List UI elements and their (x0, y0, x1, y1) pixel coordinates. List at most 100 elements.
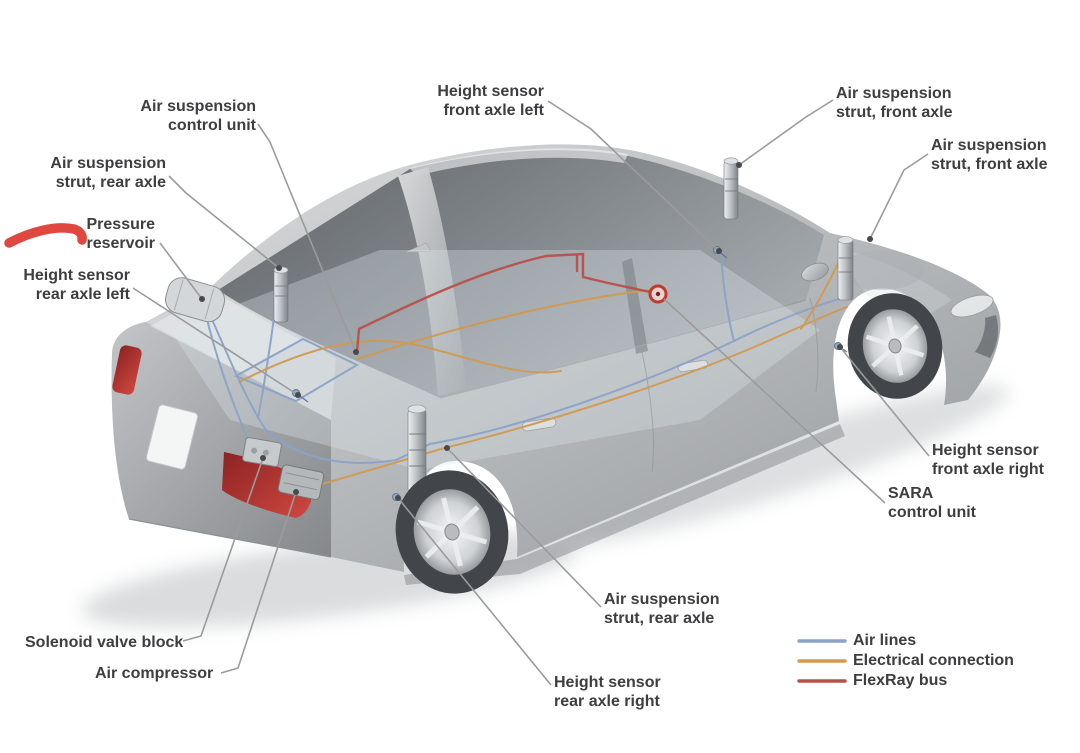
legend-item-electrical-connection: Electrical connection (797, 651, 1014, 671)
label-air-suspension-strut-rear-axle-right: Air suspension strut, rear axle (604, 590, 720, 628)
label-solenoid-valve-block: Solenoid valve block (25, 633, 183, 652)
leader-endpoint-dot (716, 248, 722, 254)
label-line: reservoir (86, 235, 156, 252)
label-line: control unit (168, 117, 256, 134)
electrical-line (296, 306, 848, 492)
leader-line (168, 175, 280, 269)
leader-line (397, 497, 552, 686)
leader-line (446, 447, 602, 608)
label-height-sensor-front-axle-right: Height sensor front axle right (932, 441, 1044, 479)
leader-line (220, 491, 297, 674)
leader-line (132, 287, 299, 396)
leader-endpoint-dot (260, 455, 266, 461)
flexray-lines-group (355, 252, 652, 354)
label-line: Air suspension (604, 591, 720, 608)
leader-line (738, 99, 834, 166)
leader-endpoint-dot (395, 495, 401, 501)
legend-swatch-electrical (797, 659, 847, 663)
front-grille (975, 315, 998, 358)
leader-endpoint-dot (444, 445, 450, 451)
electrical-lines-group (240, 243, 848, 492)
leader-line (839, 346, 930, 457)
red-marker-annotation (4, 223, 87, 248)
label-height-sensor-rear-axle-left: Height sensor rear axle left (23, 266, 130, 304)
leader-lines (132, 99, 930, 686)
b-pillar (622, 258, 648, 354)
beltline-crease (439, 299, 807, 399)
pressure-reservoir-component (165, 277, 226, 323)
label-sara-control-unit: SARA control unit (888, 484, 976, 522)
roof-sheen (410, 148, 628, 176)
leader-line (869, 153, 929, 240)
headlight (950, 294, 994, 318)
leader-endpoint-dot (293, 489, 299, 495)
leader-line (257, 123, 357, 353)
air-compressor-component (277, 464, 325, 501)
taillight-right (222, 452, 313, 518)
air-line (720, 252, 735, 342)
legend-swatch-flexray (797, 679, 847, 683)
air-line (202, 298, 840, 464)
leader-endpoint-dot (736, 162, 742, 168)
label-line: Air suspension (931, 137, 1047, 154)
leader-line (182, 457, 264, 642)
license-plate (145, 404, 199, 470)
c-pillar (398, 167, 466, 396)
side-mirror (801, 262, 829, 282)
engine-hint (840, 250, 924, 290)
shark-fin-antenna (405, 242, 432, 253)
label-line: Height sensor (554, 674, 661, 691)
label-line: Pressure (86, 216, 156, 233)
legend-swatch-air-lines (797, 639, 847, 643)
label-line: rear axle left (35, 286, 130, 303)
label-air-suspension-strut-front-axle-lower: Air suspension strut, front axle (931, 136, 1047, 174)
label-line: control unit (888, 504, 976, 521)
legend-item-flexray-bus: FlexRay bus (797, 671, 1014, 691)
label-line: Air suspension (836, 85, 952, 102)
label-line: rear axle right (554, 693, 660, 710)
label-line: Height sensor (437, 83, 544, 100)
rear-wheel (395, 470, 509, 594)
label-line: Height sensor (23, 267, 130, 284)
leader-endpoint-dot (295, 392, 301, 398)
leader-line (547, 100, 720, 252)
air-line (233, 337, 360, 403)
solenoid-valve-block-component (242, 437, 282, 467)
door-seam-rear (641, 351, 655, 473)
label-air-suspension-strut-rear-axle-left: Air suspension strut, rear axle (50, 154, 166, 192)
label-height-sensor-rear-axle-right: Height sensor rear axle right (554, 673, 661, 711)
air-strut-rear-left (273, 266, 289, 323)
leader-line (663, 298, 886, 504)
bumper-edge (128, 518, 332, 558)
label-line: front axle right (932, 461, 1045, 478)
legend-label: Air lines (853, 632, 917, 649)
label-height-sensor-front-axle-left: Height sensor front axle left (437, 82, 544, 120)
label-air-suspension-strut-front-axle-upper: Air suspension strut, front axle (836, 84, 952, 122)
leader-line (159, 242, 203, 300)
label-line: strut, front axle (836, 104, 953, 121)
leader-endpoint-dot (276, 265, 282, 271)
label-line: strut, front axle (931, 156, 1048, 173)
legend-label: FlexRay bus (853, 672, 948, 689)
label-line: Air suspension (140, 98, 256, 115)
label-line: Air suspension (50, 155, 166, 172)
air-strut-front-left (723, 157, 739, 220)
sara-node (648, 284, 668, 304)
legend-label: Electrical connection (853, 652, 1014, 669)
label-line: Height sensor (932, 442, 1039, 459)
label-air-compressor: Air compressor (95, 664, 213, 683)
flexray-line (355, 252, 652, 354)
label-line: SARA (888, 485, 934, 502)
front-wheel (847, 293, 943, 399)
legend: Air lines Electrical connection FlexRay … (797, 631, 1014, 691)
label-line: Solenoid valve block (25, 634, 184, 651)
label-line: front axle left (443, 102, 544, 119)
leader-endpoint-dot (353, 349, 359, 355)
legend-item-air-lines: Air lines (797, 631, 1014, 651)
taillight-left (112, 345, 142, 395)
greenhouse-glass (218, 150, 824, 398)
leader-endpoint-dots (199, 162, 873, 501)
leader-endpoint-dot (199, 296, 205, 302)
